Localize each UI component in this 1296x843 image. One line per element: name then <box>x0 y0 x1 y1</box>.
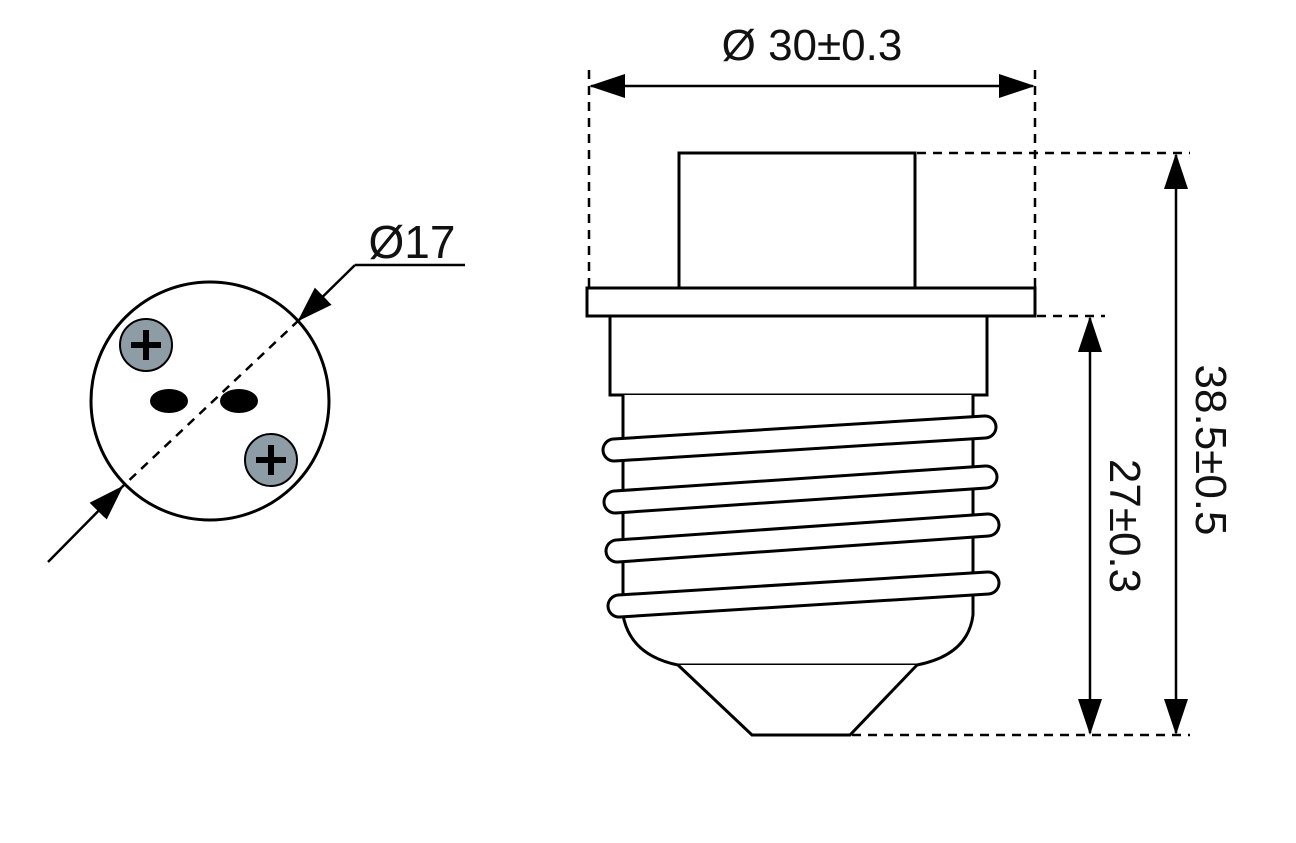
dimensions <box>587 70 1190 737</box>
end-view: Ø17 <box>47 216 465 563</box>
neck <box>608 314 989 397</box>
screw-thread <box>601 414 1001 619</box>
width-dimension-label: Ø 30±0.3 <box>722 21 903 70</box>
contact-slot <box>150 389 188 413</box>
screw-icon <box>244 433 298 487</box>
side-view <box>585 151 1037 737</box>
dimension-arrow <box>297 264 356 322</box>
top-cap <box>677 151 917 290</box>
contact-slot <box>220 389 258 413</box>
screw-icon <box>119 318 173 372</box>
base-outline <box>89 280 331 522</box>
contact-tip <box>676 663 919 737</box>
end-diameter-label: Ø17 <box>369 216 456 268</box>
thread-height-label: 27±0.3 <box>1100 459 1149 593</box>
total-height-label: 38.5±0.5 <box>1186 365 1235 536</box>
diameter-centerline <box>121 319 300 488</box>
flange <box>585 286 1037 318</box>
dimension-arrow <box>47 485 124 563</box>
